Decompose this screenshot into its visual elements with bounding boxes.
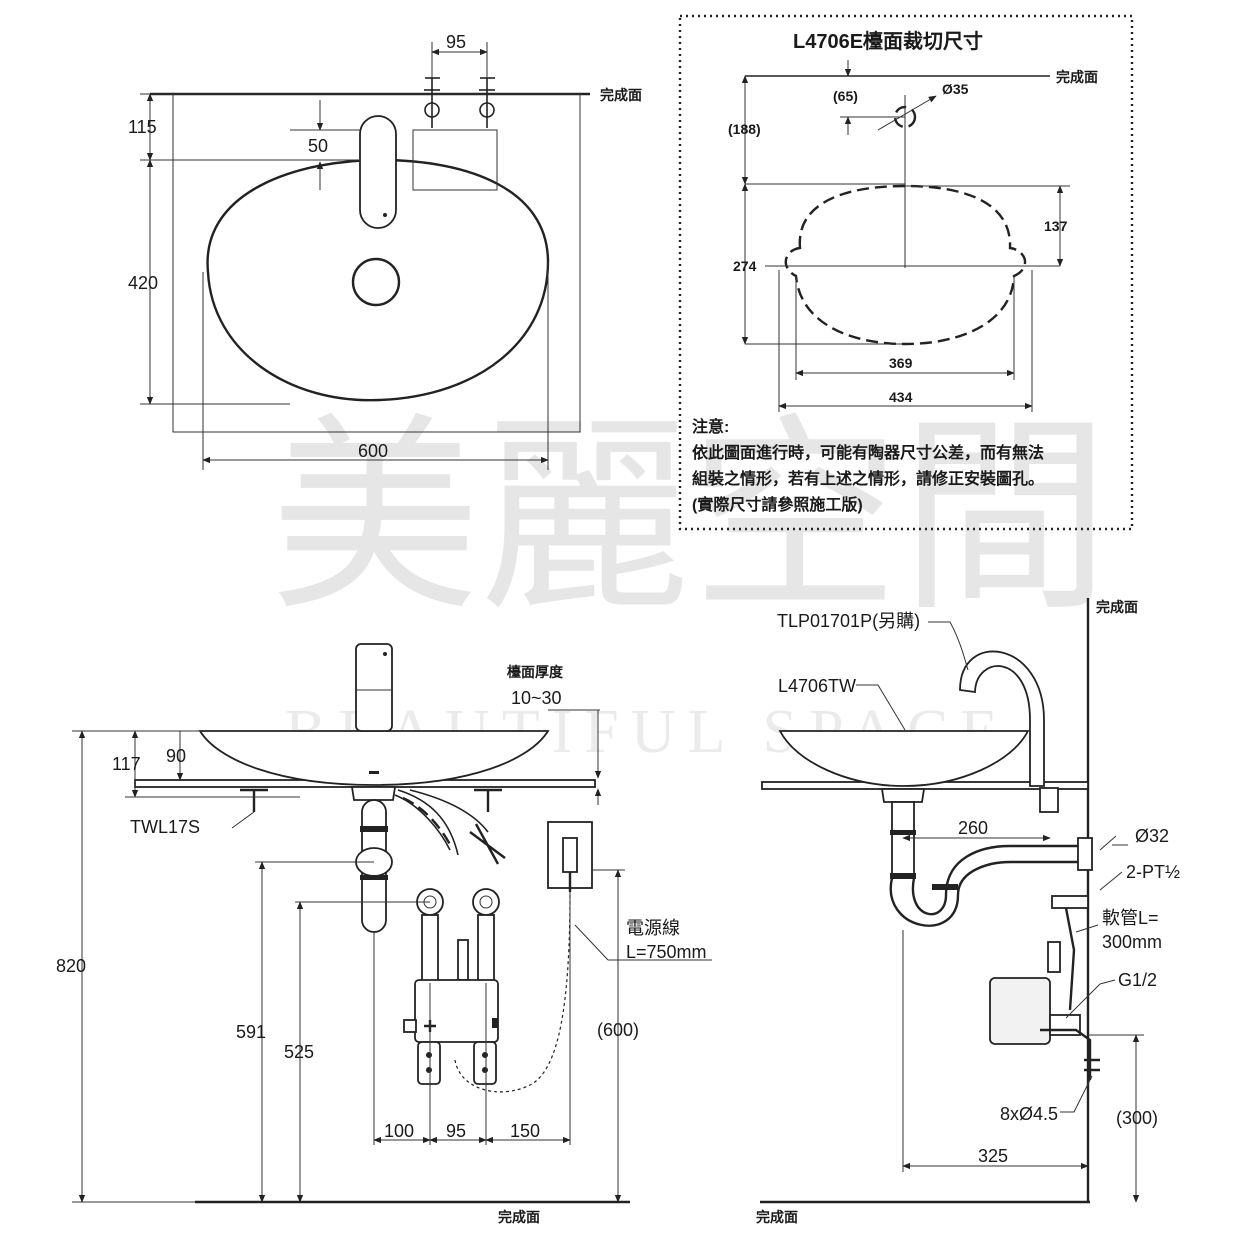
power-cord-length: L=750mm [626,942,707,962]
dim-420: 420 [128,273,158,293]
dim-137: 137 [1044,218,1068,234]
dim-274: 274 [733,258,757,274]
dim-188: (188) [728,121,761,137]
pt-thread-label: 2-PT½ [1126,862,1180,882]
note-line-3: (實際尺寸請參照施工版) [692,495,863,514]
front-view: TWL17S 電源線 L=750mm 檯面厚度 10~30 [56,643,712,1225]
control-box-side [989,977,1051,1045]
dim-100: 100 [384,1121,414,1141]
dim-300-paren: (300) [1116,1108,1158,1128]
hose-label: 軟管L= [1102,908,1159,928]
supply-box-top [412,129,498,191]
side-finish-surface-top: 完成面 [1096,599,1138,615]
flex-hose-side [1064,907,1076,1011]
power-cord-front [454,891,571,1093]
angle-valve-front-right-icon [472,888,500,984]
hose-length: 300mm [1102,932,1162,952]
mount-bracket-left-icon [240,788,268,812]
note-title: 注意: [692,417,729,436]
cutout-title: L4706E檯面裁切尺寸 [793,30,983,53]
basin-front [198,730,550,786]
dim-591: 591 [236,1022,266,1042]
drain-model-label: TWL17S [130,817,200,837]
faucet-spout-top [359,115,397,229]
p-trap-side [889,844,1080,927]
dim-600: 600 [358,441,388,461]
dim-65: (65) [833,88,858,104]
angle-valve-right-icon [479,77,495,128]
dim-600-paren: (600) [597,1020,639,1040]
top-view: 完成面 95 115 420 [128,32,642,470]
side-finish-surface-bottom: 完成面 [756,1209,798,1225]
side-view: 完成面 TLP01701P(另購) L4706TW 260 Ø32 2-PT½ … [756,598,1180,1225]
mount-bracket-right-icon [474,788,502,812]
cutout-finish-surface-label: 完成面 [1056,69,1098,85]
power-cord-label: 電源線 [626,918,680,938]
angle-valve-left-icon [424,77,440,128]
faucet-side [959,650,1045,787]
dim-117: 117 [112,754,141,774]
dim-525: 525 [284,1042,314,1062]
dim-50: 50 [308,136,328,156]
top-finish-surface-label: 完成面 [600,87,642,103]
note-line-2: 組裝之情形，若有上述之情形，請修正安裝圖孔。 [692,469,1044,488]
angle-valve-front-left-icon [416,888,444,984]
angle-valve-side-icon [1040,1028,1100,1080]
basin-model-label: L4706TW [778,676,856,696]
cutout-frame [678,14,1134,531]
dim-phi35: Ø35 [942,81,969,97]
countertop-outline [172,93,581,433]
dim-260: 260 [958,818,988,838]
faucet-front [355,643,393,732]
counter-thickness-label: 檯面厚度 [506,664,564,680]
dim-phi32: Ø32 [1135,826,1169,846]
counter-thickness-range: 10~30 [511,688,562,708]
cutout-panel: L4706E檯面裁切尺寸 完成面 (65) Ø35 (188) 274 137 … [678,14,1134,531]
trap-model-label: TLP01701P(另購) [777,611,920,631]
dim-115: 115 [128,117,157,137]
dim-90: 90 [166,746,186,766]
dim-369: 369 [889,355,913,371]
dim-325: 325 [978,1146,1008,1166]
hose-connector-icon [469,823,506,865]
dim-150: 150 [510,1121,540,1141]
watermark-chinese: 美麗空間 [270,395,1110,640]
g-half-label: G1/2 [1118,970,1157,990]
dim-434: 434 [889,389,913,405]
note-line-1: 依此圖面進行時，可能有陶器尺寸公差，而有無法 [692,443,1044,462]
screw-spec-label: 8xØ4.5 [1000,1104,1058,1124]
dim-95-top: 95 [446,32,466,52]
drain-top [351,257,401,307]
basin-side [778,730,1030,787]
dim-95-front: 95 [446,1121,466,1141]
front-finish-surface-label: 完成面 [498,1209,540,1225]
dim-820: 820 [56,956,86,976]
